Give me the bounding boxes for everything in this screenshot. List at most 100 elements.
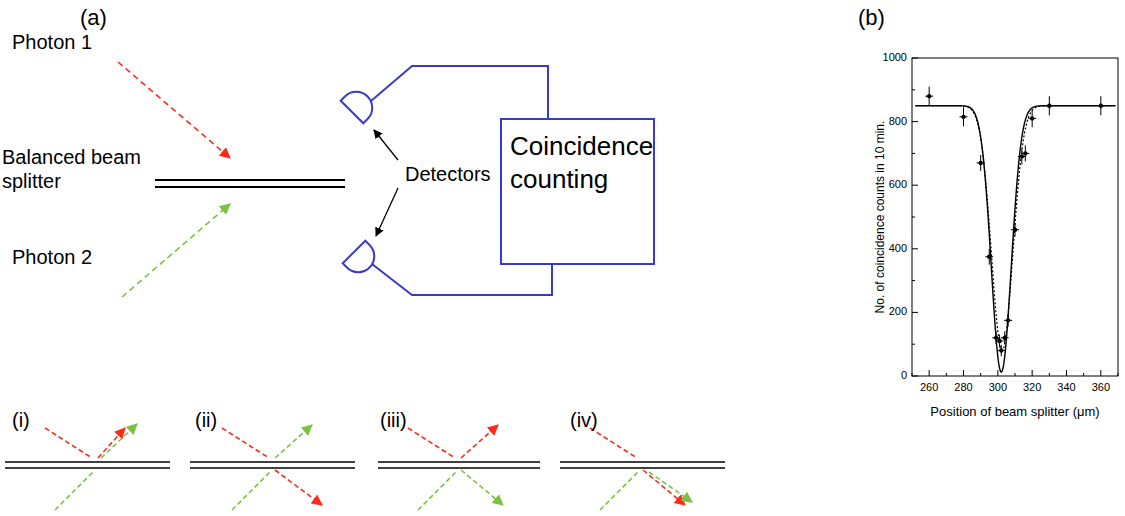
data-point xyxy=(1020,154,1024,158)
detector-symbol xyxy=(343,241,381,279)
tick-mark xyxy=(1066,370,1067,376)
photon-path xyxy=(98,428,125,458)
tick-label: 1000 xyxy=(883,51,907,64)
tick-mark xyxy=(912,185,918,186)
data-point xyxy=(1013,228,1017,232)
tick-mark xyxy=(980,373,981,376)
wire xyxy=(371,66,548,118)
part-label: Balanced beam splitter xyxy=(2,145,147,193)
tick-mark xyxy=(946,373,947,376)
panel-label: (a) xyxy=(80,5,107,31)
photon-path xyxy=(600,472,638,510)
panel-label: (i) xyxy=(12,408,30,432)
photon-path xyxy=(222,428,269,458)
plot-frame xyxy=(912,58,1118,376)
photon-path xyxy=(461,425,498,458)
beam-splitter xyxy=(155,179,345,181)
tick-mark xyxy=(1032,370,1033,376)
data-point xyxy=(987,255,991,259)
tick-mark xyxy=(1049,373,1050,376)
tick-mark xyxy=(912,121,918,122)
data-point xyxy=(1023,151,1027,155)
tick-label: 340 xyxy=(1057,381,1075,394)
axis-title: Position of beam splitter (μm) xyxy=(930,404,1099,420)
tick-mark xyxy=(912,344,915,345)
tick-mark xyxy=(912,153,915,154)
tick-label: 360 xyxy=(1092,381,1110,394)
photon-path xyxy=(275,470,322,505)
data-point xyxy=(961,115,965,119)
photon-path xyxy=(122,204,230,297)
tick-mark xyxy=(912,376,918,377)
tick-mark xyxy=(912,373,913,376)
photon-path xyxy=(418,472,456,510)
data-point xyxy=(1006,318,1010,322)
panel-label: (ii) xyxy=(195,408,217,432)
tick-label: 280 xyxy=(954,381,972,394)
tick-label: 800 xyxy=(889,115,907,128)
beam-splitter xyxy=(155,186,345,188)
tick-label: 320 xyxy=(1023,381,1041,394)
tick-mark xyxy=(1118,373,1119,376)
tick-label: 300 xyxy=(989,381,1007,394)
tick-mark xyxy=(1100,370,1101,376)
tick-mark xyxy=(963,370,964,376)
tick-mark xyxy=(912,89,915,90)
tick-label: 600 xyxy=(889,179,907,192)
coincidence-counter-box: Coincidence counting xyxy=(500,118,655,265)
photon-path xyxy=(275,425,312,458)
tick-label: 200 xyxy=(889,306,907,319)
tick-mark xyxy=(912,217,915,218)
tick-label: 260 xyxy=(920,381,938,394)
beam-splitter xyxy=(560,461,725,463)
photon-path xyxy=(461,470,503,505)
part-label: Detectors xyxy=(405,162,491,186)
photon-path xyxy=(101,424,137,458)
beam-splitter xyxy=(5,461,170,463)
tick-mark xyxy=(997,370,998,376)
leader-arrow xyxy=(374,130,398,160)
detector xyxy=(341,85,379,123)
detector-symbol xyxy=(341,85,379,123)
tick-mark xyxy=(1083,373,1084,376)
wire xyxy=(372,264,552,295)
photon-path xyxy=(590,428,637,458)
detector xyxy=(343,241,381,279)
beam-splitter xyxy=(5,467,170,469)
part-label: Photon 2 xyxy=(12,245,92,269)
data-point xyxy=(927,94,931,98)
panel-label: (b) xyxy=(858,5,885,31)
data-point xyxy=(1003,336,1007,340)
photon-path xyxy=(45,428,92,458)
data-point xyxy=(1047,104,1051,108)
axis-title: No. of coincidence counts in 10 min. xyxy=(873,121,887,314)
beam-splitter-cases xyxy=(5,424,725,510)
part-label: Photon 1 xyxy=(12,30,92,54)
tick-mark xyxy=(1015,373,1016,376)
photon-path xyxy=(55,472,93,510)
fit-curve xyxy=(915,106,1115,372)
photon-path xyxy=(643,470,685,505)
data-point xyxy=(999,348,1003,352)
tick-label: 400 xyxy=(889,242,907,255)
photon-path xyxy=(232,472,270,510)
photon-path xyxy=(408,428,455,458)
plot-area xyxy=(912,58,1118,376)
data-point xyxy=(997,339,1001,343)
panel-label: (iv) xyxy=(570,408,598,432)
data-point xyxy=(994,336,998,340)
beam-splitter xyxy=(378,461,540,463)
beam-splitter xyxy=(378,467,540,469)
tick-mark xyxy=(912,312,918,313)
fit-curve-dotted xyxy=(915,106,1115,351)
data-point xyxy=(1099,104,1103,108)
tick-mark xyxy=(912,248,918,249)
tick-label: 0 xyxy=(901,369,907,382)
data-point xyxy=(1030,116,1034,120)
data-point xyxy=(978,161,982,165)
photon-path xyxy=(649,472,692,502)
leader-arrow xyxy=(376,188,398,236)
photon-path xyxy=(118,62,230,158)
tick-mark xyxy=(912,58,918,59)
